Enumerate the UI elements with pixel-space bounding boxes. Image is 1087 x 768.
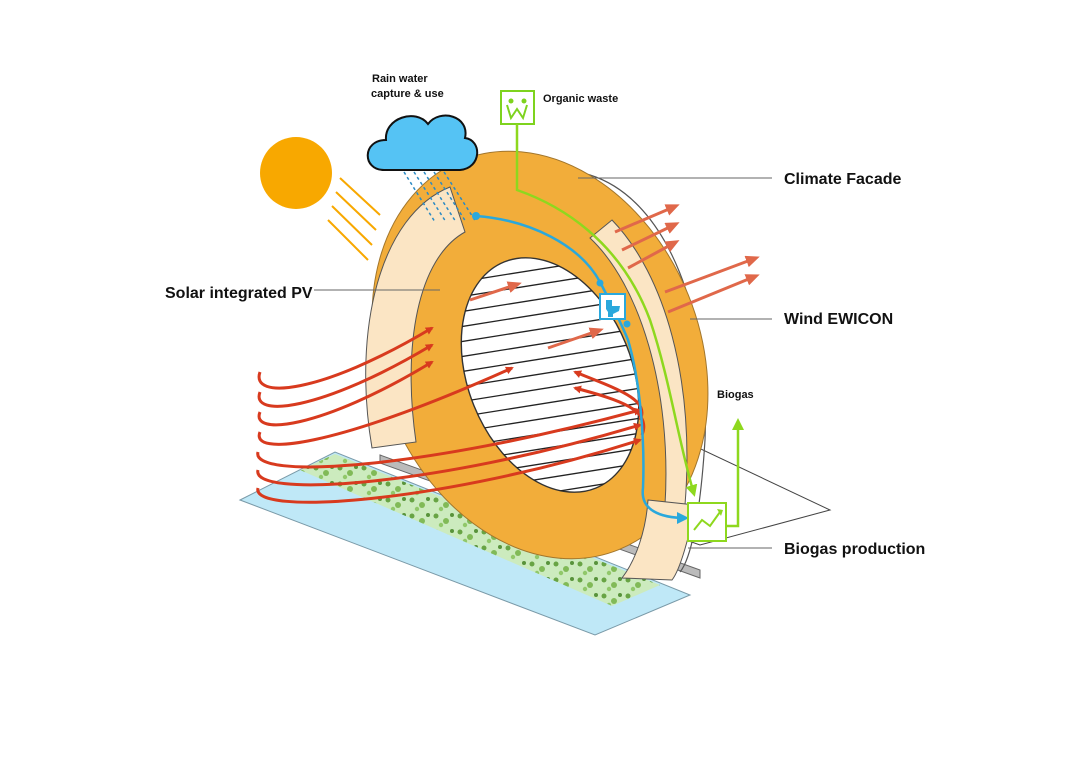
biogas-label: Biogas [717,389,754,401]
wind-arrow [573,385,646,436]
rain-water-label-line2: capture & use [371,88,444,100]
ring-inner [460,257,640,493]
wind-arrow [256,407,642,469]
wind-ewicon-label: Wind EWICON [784,311,893,328]
wind-arrow [256,438,642,504]
wind-flow-arrows [256,326,646,504]
exhaust-arrow [469,281,522,302]
organic-waste-label: Organic waste [543,93,618,105]
climate-facade-label: Climate Facade [784,171,901,188]
exhaust-arrows [469,204,760,350]
exhaust-arrow [614,204,680,234]
rain-cloud-icon [366,114,479,223]
wind-arrow [257,326,434,390]
exhaust-arrow [621,222,680,252]
water-dot [596,279,604,287]
water-line [475,214,689,524]
biogas-output-line [726,418,744,528]
water-source-dot [472,212,480,220]
exhaust-arrow [627,240,680,270]
leader-lines [314,177,772,549]
sun-icon [260,137,332,209]
water-dot [623,320,631,328]
sun-rays [327,177,381,261]
grass-area [300,454,660,606]
exhaust-arrow [547,327,604,350]
biogas-production-label: Biogas production [784,541,925,558]
waste-line [515,124,698,497]
exhaust-arrow [667,274,760,314]
exhaust-arrow [664,255,760,294]
wind-arrow [256,422,642,487]
biogas-unit-icon [687,502,727,542]
organic-waste-icon [500,90,535,125]
rain-water-label-line1: Rain water [372,73,428,85]
solar-pv-label: Solar integrated PV [165,285,313,302]
wind-arrow [257,343,434,408]
toilet-icon [599,293,626,320]
wind-arrow [257,360,434,427]
wind-arrow [257,366,514,446]
solar-pv-arch [365,186,466,449]
